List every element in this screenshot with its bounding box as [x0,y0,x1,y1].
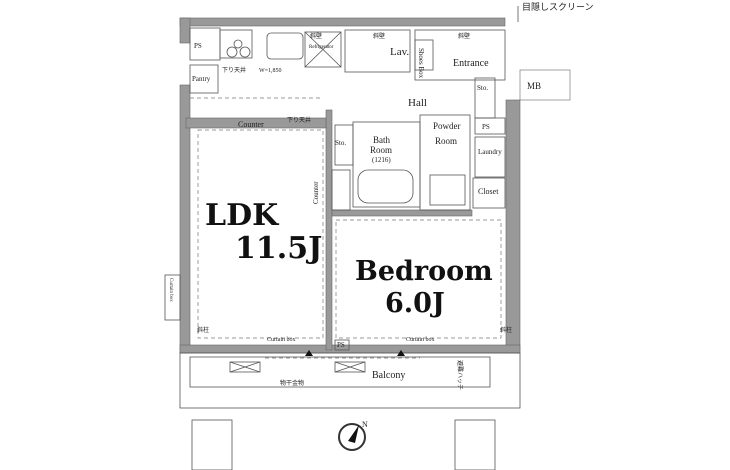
curtain-box-note-3: Curtain box [168,278,173,302]
bath-label-2: Room [370,145,392,155]
storage-label-ldk: Sto. [335,139,346,147]
lowered-ceiling-note-2: 下り天井 [287,116,311,124]
refrigerator-label: Refrigerator [309,45,334,50]
width-note: W=1,850 [259,68,282,74]
escape-hatch-note: 避難ハッチ [456,360,464,390]
compass [338,423,366,451]
drying-hardware-note: 物干金物 [280,379,304,387]
lowered-ceiling-note-1: 下り天井 [222,66,246,74]
slant-pillar-note-2: 斜柱 [500,326,512,334]
slant-pillar-note-1: 斜柱 [197,326,209,334]
bedroom-size: 6.0J [385,288,445,319]
ldk-label: LDK [205,198,279,233]
balcony-area [179,350,521,470]
counter-label-vertical: Counter [312,181,320,204]
counter-label: Counter [238,120,264,129]
lav-label: Lav. [390,46,409,58]
shoes-box-label: Shoes Box [417,48,425,79]
balcony-label: Balcony [372,370,405,381]
curtain-box-note-2: Curtain box [406,337,435,343]
powder-label-1: Powder [433,121,461,131]
hall-label: Hall [408,97,427,109]
slant-wall-note-1: 斜壁 [310,32,322,40]
powder-label-2: Room [435,136,457,146]
laundry-label: Laundry [478,148,502,156]
bath-label-1: Bath [373,135,390,145]
ps-label-laundry: PS [482,123,490,131]
privacy-screen-note: 目隠しスクリーン [522,1,594,12]
closet-label: Closet [478,187,499,196]
pantry-label: Pantry [192,75,211,83]
bath-size: (1216) [372,156,391,164]
ldk-size: 11.5J [235,231,322,266]
mb-label: MB [527,81,541,91]
north-label: N [362,420,368,429]
curtain-box-note-1: Curtain box [267,337,296,343]
storage-label-hall: Sto. [477,84,488,92]
bedroom-label: Bedroom [355,256,493,287]
entrance-label: Entrance [453,58,489,69]
slant-wall-note-2: 斜壁 [373,32,385,40]
interior-lines [164,27,506,351]
slant-wall-note-3: 斜壁 [458,32,470,40]
ps-label-balcony: PS [337,341,345,349]
walls [179,6,571,354]
ps-label-kitchen: PS [194,42,202,50]
